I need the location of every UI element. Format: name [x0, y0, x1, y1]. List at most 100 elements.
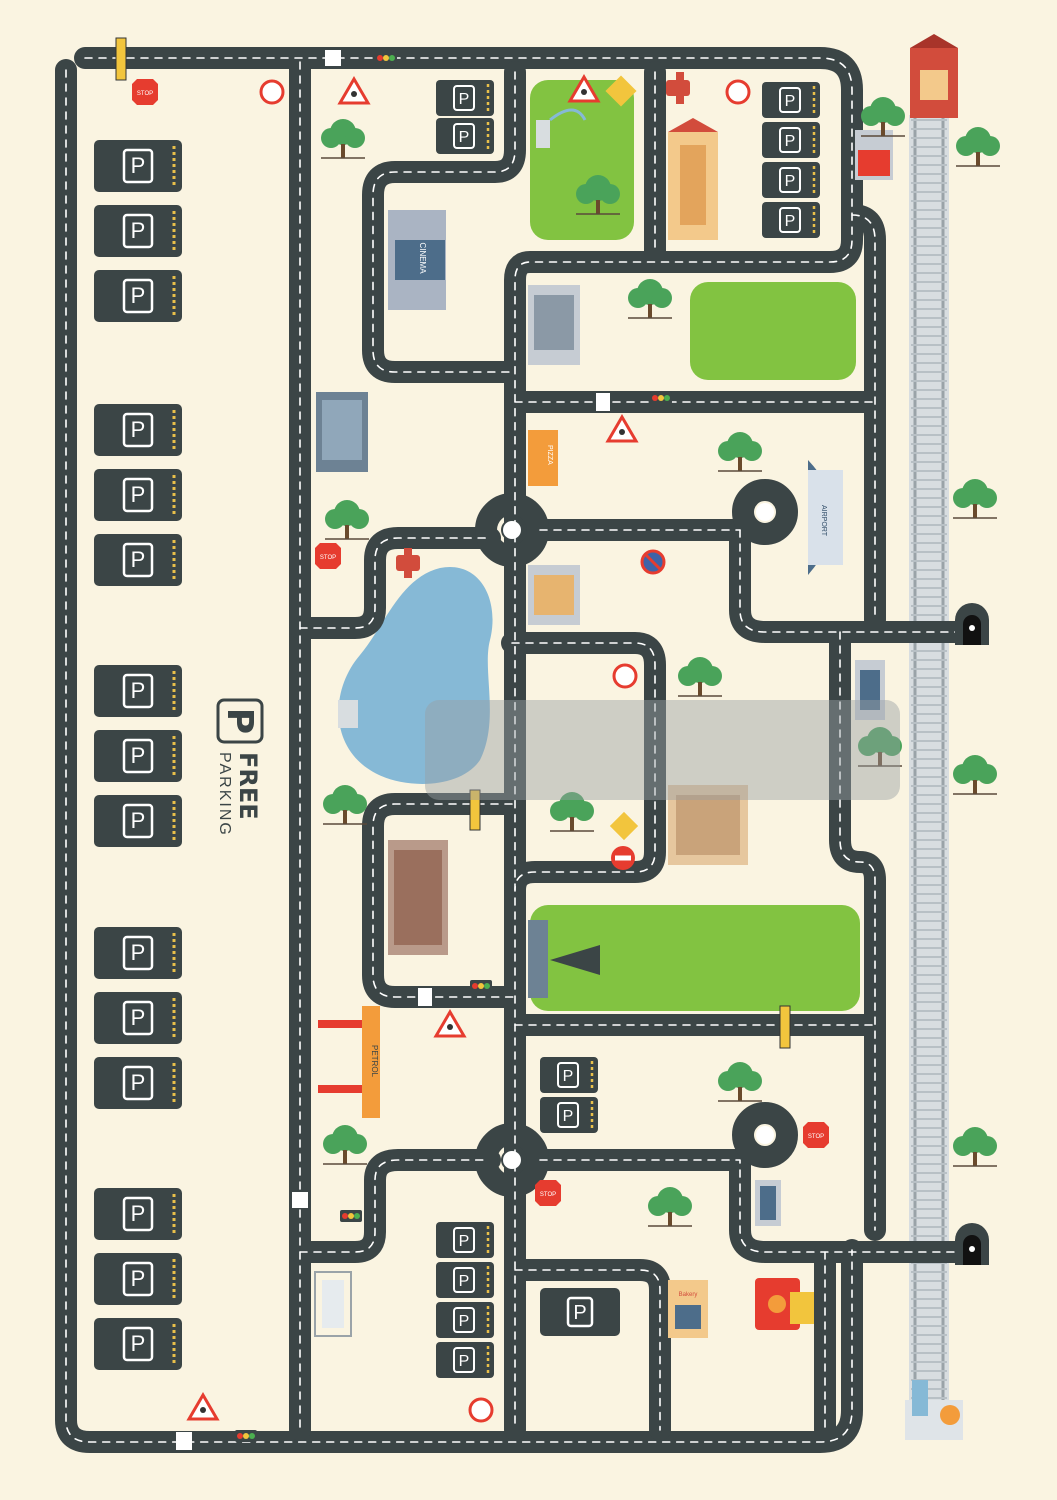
train-track-icon: [909, 115, 949, 1415]
parking-letter: P: [131, 1201, 146, 1226]
office-building: [316, 392, 368, 472]
parking-letter: P: [785, 133, 796, 150]
parking-space: P: [92, 532, 184, 588]
parking-letter: P: [131, 547, 146, 572]
parking-letter: P: [131, 1005, 146, 1030]
blurred-watermark: [425, 700, 900, 800]
free-parking-subtitle: PARKING: [216, 752, 233, 837]
parking-letter: P: [459, 129, 470, 146]
parking-letter: P: [131, 482, 146, 507]
barrier-icon: [779, 1005, 791, 1049]
shop-awning-top-right: [855, 130, 893, 180]
parking-letter: P: [131, 218, 146, 243]
traffic-light-icon: [340, 1210, 362, 1222]
stop-sign-icon: STOP: [315, 543, 341, 569]
church-building: [528, 920, 600, 998]
pizza-label: PIZZA: [546, 445, 553, 465]
traffic-light-icon: [375, 52, 397, 64]
parking-letter: P: [131, 283, 146, 308]
parking-space: P: [92, 203, 184, 259]
parking-space: P: [92, 1055, 184, 1111]
parking-space: P: [538, 1095, 600, 1135]
bench-icon: [338, 693, 380, 728]
no-entry-sign-icon: [611, 846, 635, 870]
parking-letter: P: [573, 1302, 586, 1324]
pizza-shop: PIZZA: [528, 430, 558, 486]
stop-sign-icon: STOP: [132, 79, 158, 105]
stop-signs: STOP STOP STOP STOP: [132, 79, 829, 1206]
no-parking-sign-icon: [640, 549, 666, 575]
parking-letter: P: [459, 1313, 470, 1330]
bakery-building: Bakery: [668, 1280, 708, 1338]
parking-letter: P: [563, 1068, 574, 1085]
parking-space: P: [434, 116, 496, 156]
hospital-building: [855, 660, 885, 720]
bank-building: [528, 285, 580, 365]
parking-letter: P: [459, 91, 470, 108]
library-building: [388, 840, 448, 955]
park-right: [690, 282, 856, 380]
parking-space: P: [92, 467, 184, 523]
traffic-light-icon: [235, 1430, 257, 1442]
stop-label: STOP: [540, 1192, 556, 1198]
parking-space: P: [92, 793, 184, 849]
parking-letter: P: [131, 153, 146, 178]
parking-space: P: [434, 78, 496, 118]
zebra-crossings: [176, 50, 610, 1450]
parking-letter: P: [131, 1266, 146, 1291]
parking-space: P: [92, 1251, 184, 1307]
turn-sign-icon: [609, 811, 639, 841]
parking-space-large: P: [540, 1288, 620, 1336]
airport-terminal: AIRPORT: [808, 460, 843, 575]
station-platform: [905, 1380, 963, 1440]
parking-space: P: [92, 138, 184, 194]
parking-letter: P: [131, 678, 146, 703]
parking-space: P: [760, 80, 822, 120]
parking-letter: P: [459, 1273, 470, 1290]
parking-space: P: [92, 925, 184, 981]
parking-space: P: [92, 990, 184, 1046]
fire-hydrant-icon: [666, 72, 690, 104]
hotel-building: [668, 785, 748, 865]
parking-letter: P: [131, 1070, 146, 1095]
parking-letter: P: [459, 1233, 470, 1250]
bakery-label: Bakery: [679, 1292, 698, 1298]
cinema-label: CINEMA: [418, 242, 427, 274]
parking-letter: P: [131, 808, 146, 833]
free-parking-label: P FREE PARKING: [216, 698, 264, 837]
station-building: [910, 34, 958, 118]
parking-space: P: [434, 1260, 496, 1300]
stop-sign-icon: STOP: [535, 1180, 561, 1206]
parking-letter: P: [785, 213, 796, 230]
airport-label: AIRPORT: [820, 505, 827, 537]
parking-letter: P: [785, 93, 796, 110]
shop-building: [528, 565, 580, 625]
parking-space: P: [92, 663, 184, 719]
parking-letter: P: [131, 743, 146, 768]
stop-sign-icon: STOP: [803, 1122, 829, 1148]
two-way-sign-icon: [468, 79, 751, 1423]
tunnel-icon: [955, 1223, 989, 1265]
parking-space: P: [434, 1340, 496, 1380]
parking-letter: P: [785, 173, 796, 190]
phone-booth: [755, 1180, 781, 1226]
stop-label: STOP: [808, 1134, 824, 1140]
parking-letter: P: [563, 1108, 574, 1125]
no-entry-signs: [611, 846, 635, 870]
park-top: [530, 80, 634, 240]
traffic-light-icon: [650, 392, 672, 404]
school-building: [668, 118, 718, 240]
stop-label: STOP: [320, 555, 336, 561]
tunnel-icon: [955, 603, 989, 645]
parking-letter: P: [459, 1353, 470, 1370]
stop-label: STOP: [137, 91, 153, 97]
parking-space: P: [434, 1220, 496, 1260]
barrier-icon: [469, 789, 481, 831]
parking-space: P: [538, 1055, 600, 1095]
cinema-building: CINEMA: [388, 210, 446, 310]
parking-circle-sign-icon: [612, 663, 638, 689]
parking-space: P: [760, 160, 822, 200]
parking-space: P: [92, 268, 184, 324]
